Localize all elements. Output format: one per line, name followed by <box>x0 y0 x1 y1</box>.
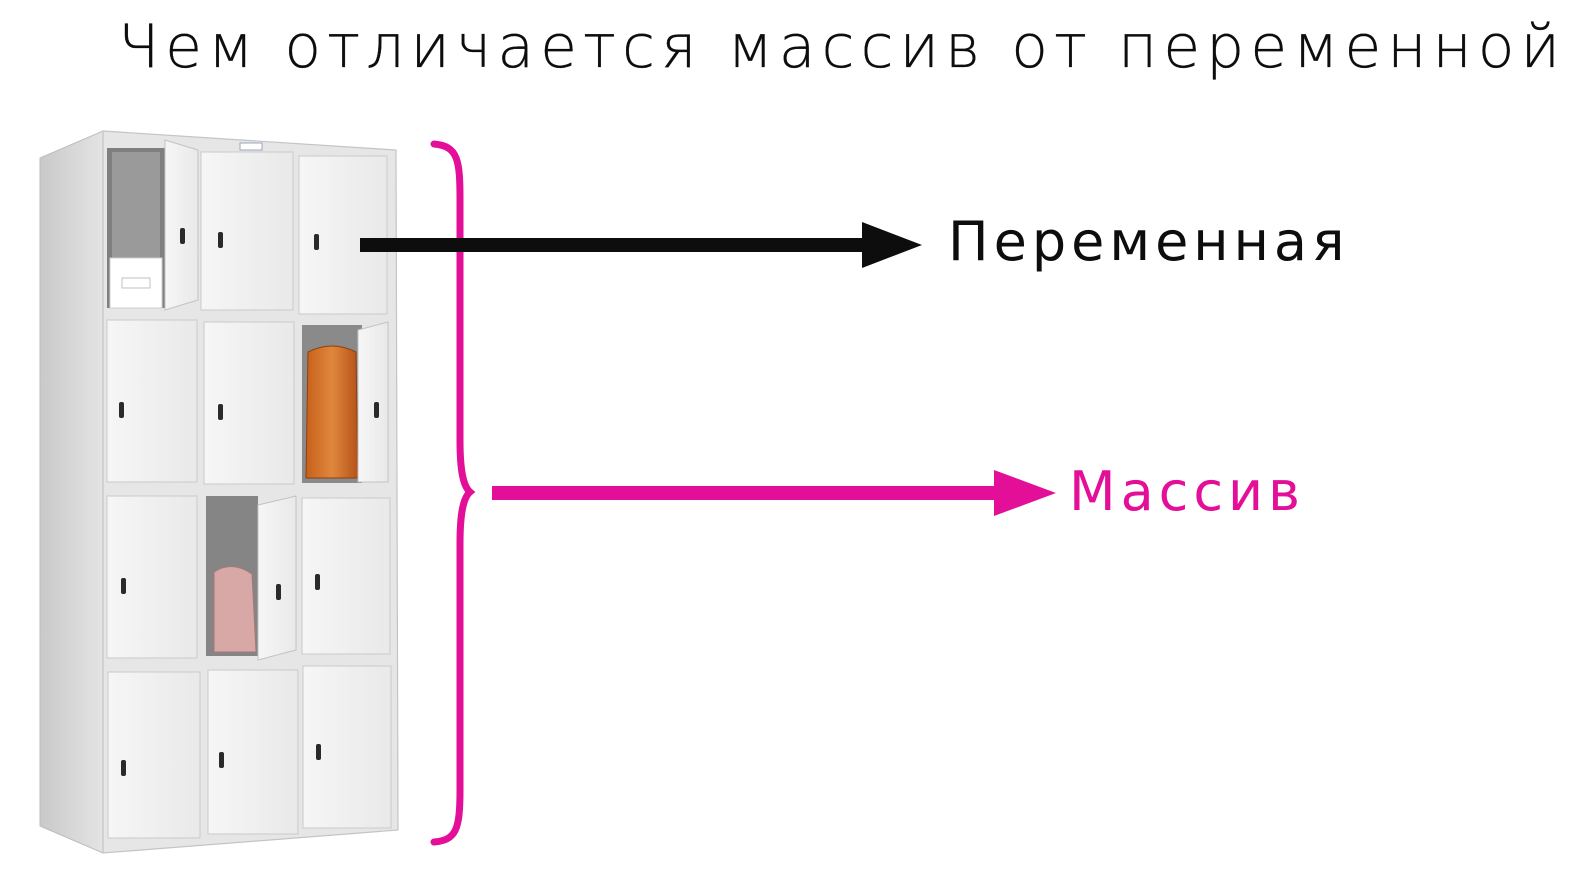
locker-door-1-3 <box>298 155 388 315</box>
cabinet-side-panel <box>39 130 104 854</box>
lock-icon <box>314 234 319 250</box>
open-locker-1-back <box>112 152 160 262</box>
lock-icon <box>315 574 320 590</box>
lock-icon <box>218 404 223 420</box>
lock-icon <box>218 232 223 248</box>
locker-door-open-1 <box>164 139 199 311</box>
curly-brace-icon <box>430 140 476 846</box>
brand-plate <box>239 142 263 151</box>
locker-door-2-1 <box>106 319 198 483</box>
lock-icon <box>374 402 379 418</box>
lock-icon <box>316 744 321 760</box>
orange-bag <box>305 345 359 479</box>
locker-door-3-1 <box>106 495 198 659</box>
lock-icons <box>119 228 379 776</box>
locker-door-open-2 <box>357 321 389 483</box>
pink-handbag <box>213 566 257 653</box>
locker-cabinet-picture <box>39 130 399 854</box>
locker-door-2-2 <box>203 321 295 485</box>
lock-icon <box>121 760 126 776</box>
lock-icon <box>276 584 281 600</box>
locker-door-4-1 <box>107 671 201 839</box>
lock-icon <box>119 402 124 418</box>
locker-door-1-2 <box>200 151 294 311</box>
lock-icon <box>121 578 126 594</box>
lock-icon <box>219 752 224 768</box>
lock-icon <box>180 228 185 244</box>
locker-door-open-3 <box>257 495 297 661</box>
array-label: Массив <box>1069 460 1305 523</box>
slide-title: Чем отличается массив от переменной <box>118 12 1566 82</box>
variable-arrow-icon <box>360 222 922 268</box>
locker-door-4-2 <box>207 669 299 835</box>
array-arrow-icon <box>492 470 1056 516</box>
storage-box <box>109 257 163 309</box>
storage-box-handle <box>121 277 151 289</box>
variable-label: Переменная <box>948 210 1350 273</box>
